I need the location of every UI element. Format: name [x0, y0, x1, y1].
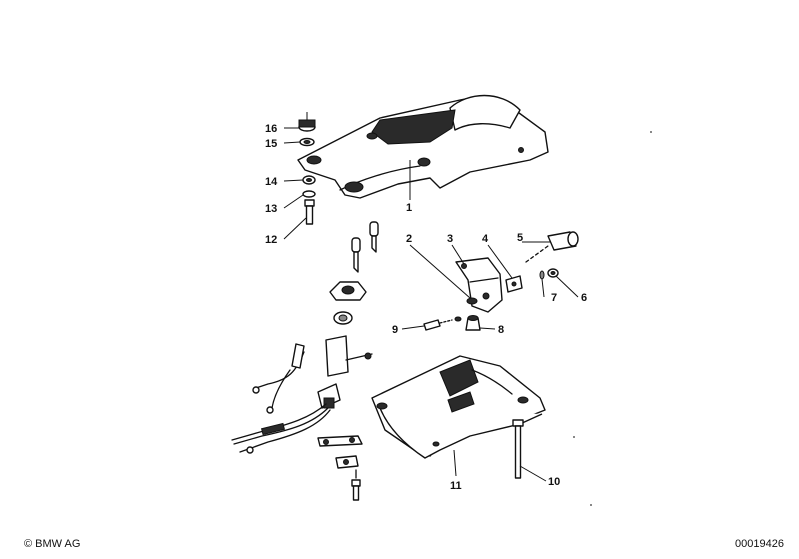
nut-part-6[interactable]	[547, 268, 559, 278]
callout-5: 5	[517, 232, 523, 244]
callout-12: 12	[265, 234, 277, 246]
copyright-text: © BMW AG	[24, 538, 81, 550]
callout-16: 16	[265, 123, 277, 135]
ignition-switch-body[interactable]	[325, 335, 373, 377]
callout-labels: 16 15 14 13 12 1 2 3 4 5 6 7 8 9 10 11	[265, 123, 587, 492]
bolt-part-12[interactable]	[304, 199, 315, 225]
callout-14: 14	[265, 176, 278, 188]
clamp-bracket-lower[interactable]	[317, 435, 363, 469]
upper-shroud-part-1[interactable]	[297, 94, 549, 199]
stray-marks	[573, 131, 652, 506]
key-right[interactable]	[369, 221, 379, 253]
callout-10: 10	[548, 476, 560, 488]
callout-4: 4	[482, 233, 489, 245]
bolt-part-10[interactable]	[512, 419, 524, 479]
callout-2: 2	[406, 233, 412, 245]
bolt-part-9[interactable]	[423, 316, 462, 331]
ignition-switch-connector[interactable]	[317, 383, 341, 409]
callout-3: 3	[447, 233, 453, 245]
lower-shroud-part-11[interactable]	[371, 355, 546, 459]
callout-1: 1	[406, 202, 412, 214]
washer-part-15[interactable]	[299, 137, 315, 147]
nut-part-16[interactable]	[298, 112, 316, 132]
document-number: 00019426	[735, 538, 784, 550]
spring-part-4[interactable]	[505, 275, 523, 293]
sleeve-part-5[interactable]	[525, 231, 579, 263]
wiring-harness[interactable]	[231, 343, 331, 454]
washer-part-7[interactable]	[539, 270, 545, 280]
callout-7: 7	[551, 292, 557, 304]
bracket-part-3[interactable]	[455, 257, 503, 313]
callout-15: 15	[265, 138, 277, 150]
washer-part-14[interactable]	[302, 175, 316, 185]
screw-part-2[interactable]	[466, 297, 478, 305]
lock-cylinder-cap[interactable]	[329, 281, 367, 301]
lock-cylinder-ring[interactable]	[333, 311, 353, 325]
washer-part-13[interactable]	[302, 190, 316, 198]
callout-6: 6	[581, 292, 587, 304]
bolt-lower-left[interactable]	[351, 469, 361, 501]
callout-11: 11	[450, 480, 462, 492]
key-left[interactable]	[351, 237, 361, 273]
screw-part-8[interactable]	[465, 315, 481, 331]
callout-13: 13	[265, 203, 277, 215]
callout-8: 8	[498, 324, 504, 336]
callout-9: 9	[392, 324, 398, 336]
leader-lines	[283, 127, 579, 482]
